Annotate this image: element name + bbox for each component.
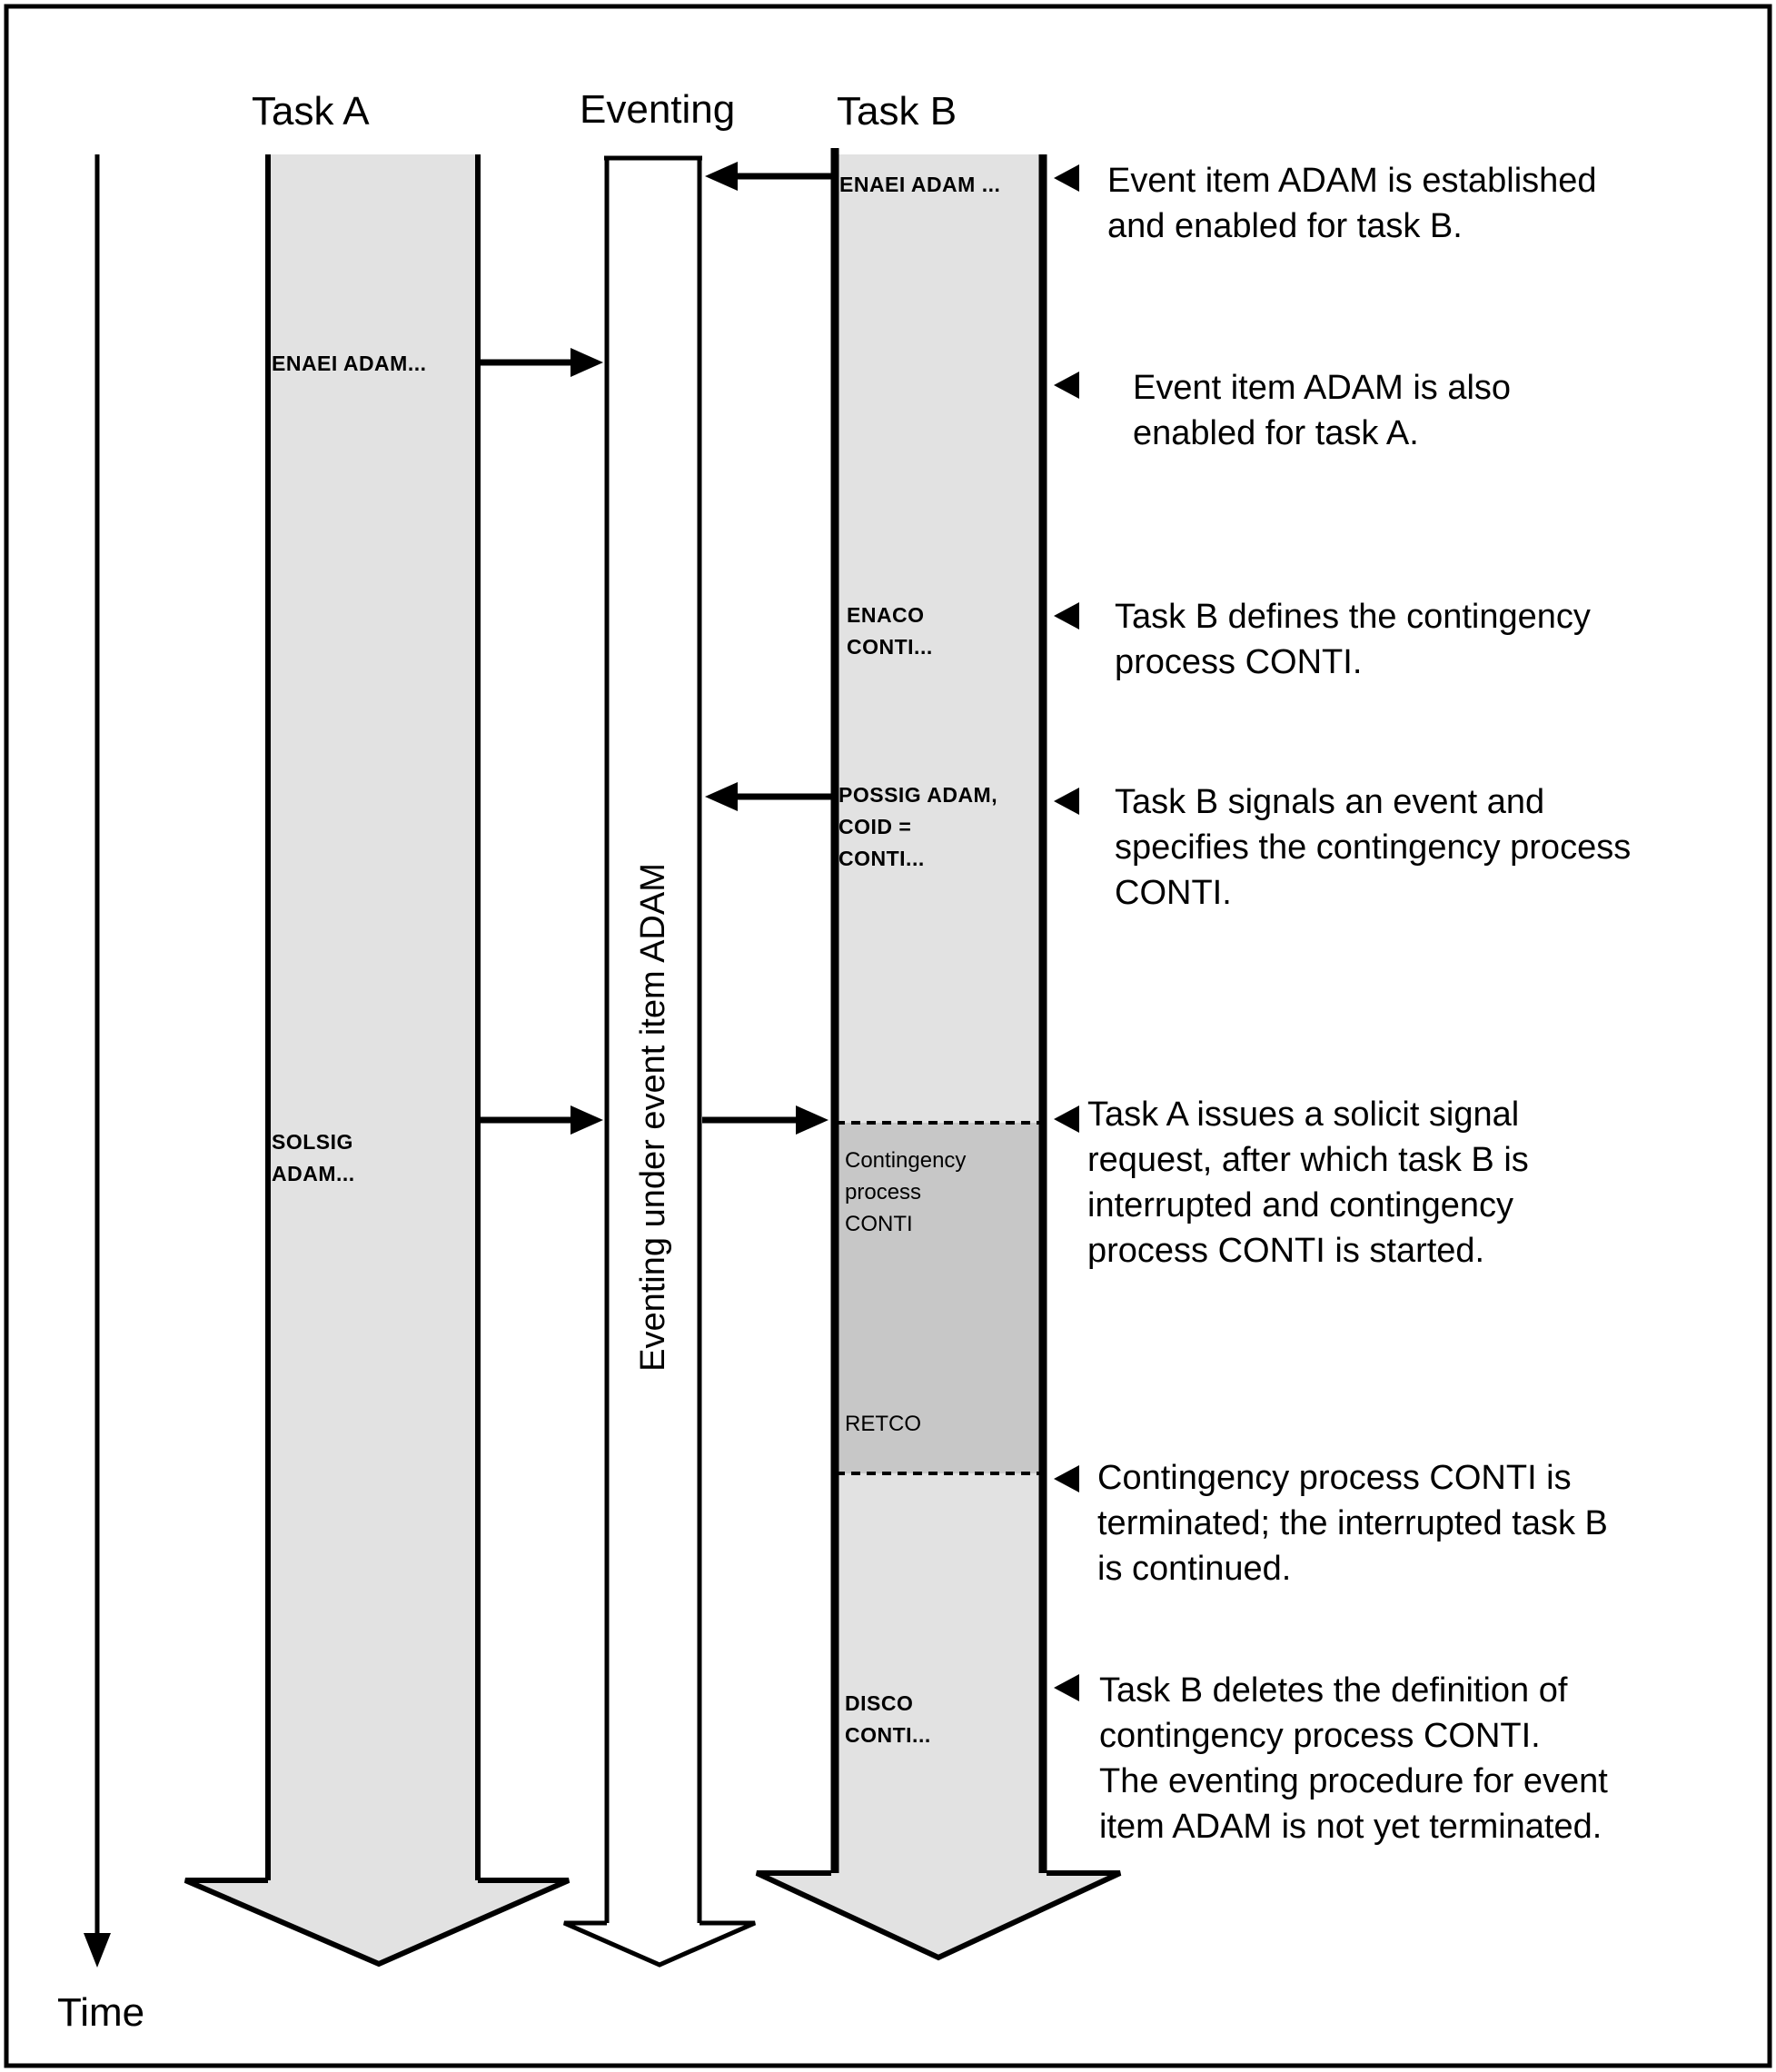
eventing-arrowhead-icon <box>564 1923 755 1965</box>
disco-label: DISCO CONTI... <box>845 1691 931 1747</box>
task-b-arrowhead-icon <box>757 1873 1120 1958</box>
contingency-process-region <box>836 1123 1040 1473</box>
annotation-marker-icon <box>1054 1465 1079 1492</box>
task-a-arrowhead-icon <box>185 1880 569 1964</box>
solsig-right-arrowhead-icon <box>796 1105 828 1135</box>
possig-arrowhead-icon <box>705 782 738 811</box>
annotation-deletes-definition: Task B deletes the definition of conting… <box>1099 1671 1608 1846</box>
eventing-bar <box>607 158 699 1923</box>
annotation-marker-icon <box>1054 788 1079 815</box>
task-a-header: Task A <box>252 89 370 134</box>
possig-label: POSSIG ADAM, COID = CONTI... <box>838 783 998 870</box>
enaei-task-b-arrowhead-icon <box>705 162 738 191</box>
eventing-arrowhead-outline <box>562 1920 757 1968</box>
annotation-marker-icon <box>1054 372 1079 399</box>
outer-border <box>4 4 1772 2068</box>
annotation-marker-icon <box>1054 1105 1079 1133</box>
eventing-bar-label: Eventing under event item ADAM <box>634 863 672 1372</box>
annotation-event-also-enabled: Event item ADAM is also enabled for task… <box>1133 369 1512 452</box>
time-axis-arrowhead-icon <box>84 1933 111 1968</box>
annotation-marker-icon <box>1054 1674 1079 1701</box>
task-b-shaft <box>831 154 1047 1873</box>
enaei-task-a-label: ENAEI ADAM... <box>272 352 427 375</box>
annotation-defines-contingency: Task B defines the contingency process C… <box>1115 598 1591 681</box>
annotation-solicit-signal: Task A issues a solicit signal request, … <box>1087 1095 1529 1270</box>
eventing-header: Eventing <box>580 87 736 132</box>
enaco-label: ENACO CONTI... <box>847 603 933 659</box>
task-b-arrowhead-outline <box>755 1870 1122 1961</box>
annotation-marker-icon <box>1054 602 1079 630</box>
time-label: Time <box>57 1990 145 2035</box>
contingency-process-label: Contingency process CONTI <box>845 1148 967 1236</box>
enaei-task-b-label: ENAEI ADAM ... <box>839 173 1001 196</box>
annotation-event-established: Event item ADAM is established and enabl… <box>1107 162 1597 245</box>
task-a-shaft <box>265 154 481 1880</box>
annotation-signals-event: Task B signals an event and specifies th… <box>1115 783 1632 912</box>
annotation-marker-icon <box>1054 164 1079 192</box>
solsig-label: SOLSIG ADAM... <box>272 1130 355 1185</box>
retco-label: RETCO <box>845 1412 921 1436</box>
solsig-left-arrowhead-icon <box>571 1105 603 1135</box>
annotation-conti-terminated: Contingency process CONTI is terminated;… <box>1097 1459 1608 1588</box>
task-a-arrowhead-outline <box>184 1878 571 1968</box>
task-b-header: Task B <box>837 89 957 134</box>
enaei-task-a-arrowhead-icon <box>571 348 603 377</box>
